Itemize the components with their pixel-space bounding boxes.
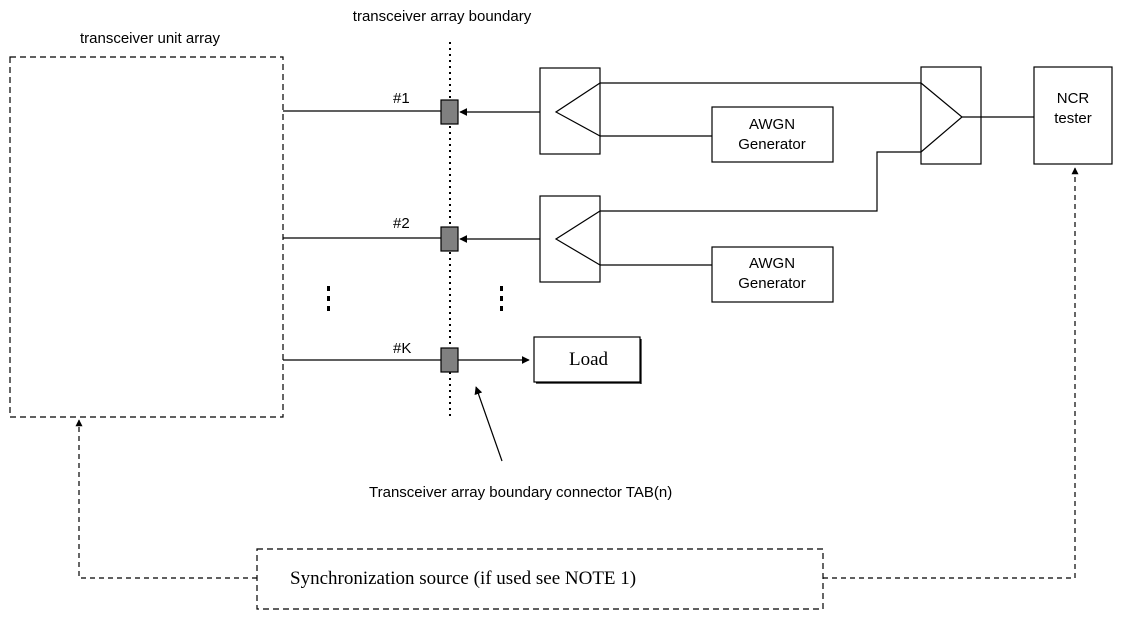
awgn-1-line2: Generator	[738, 136, 806, 153]
combiner-2	[539, 195, 601, 283]
connector-2	[440, 226, 459, 252]
awgn-2-line1: AWGN	[749, 255, 795, 272]
sync-source-label: Synchronization source (if used see NOTE…	[290, 568, 636, 589]
signal-combiner	[920, 66, 982, 165]
combiner-1	[539, 67, 601, 155]
load-box: Load	[533, 336, 642, 384]
awgn-generator-1: AWGN Generator	[711, 106, 834, 163]
unit-array-title: transceiver unit array	[80, 30, 221, 47]
connector-k	[440, 347, 459, 373]
load-label: Load	[569, 349, 609, 370]
sync-to-ncr-line	[823, 167, 1079, 579]
ncr-line2: tester	[1054, 110, 1092, 127]
connector-pointer-arrow	[474, 386, 503, 462]
ellipsis-right	[500, 286, 503, 311]
ncr-line1: NCR	[1057, 90, 1090, 107]
port-2-label: #2	[393, 215, 410, 232]
ellipsis-left	[327, 286, 330, 311]
combiner-2-to-splitter-line	[600, 151, 921, 212]
sync-source-box	[256, 548, 824, 610]
awgn-generator-2: AWGN Generator	[711, 246, 834, 303]
sync-to-unit-array-line	[75, 419, 257, 579]
connector-1	[440, 99, 459, 125]
port-k-label: #K	[393, 340, 411, 357]
transceiver-unit-array-box	[9, 56, 284, 418]
awgn-1-line1: AWGN	[749, 116, 795, 133]
port-1-label: #1	[393, 90, 410, 107]
ncr-tester: NCR tester	[1033, 66, 1113, 165]
awgn-2-line2: Generator	[738, 275, 806, 292]
array-boundary-title: transceiver array boundary	[353, 8, 532, 25]
connector-note: Transceiver array boundary connector TAB…	[369, 484, 672, 501]
